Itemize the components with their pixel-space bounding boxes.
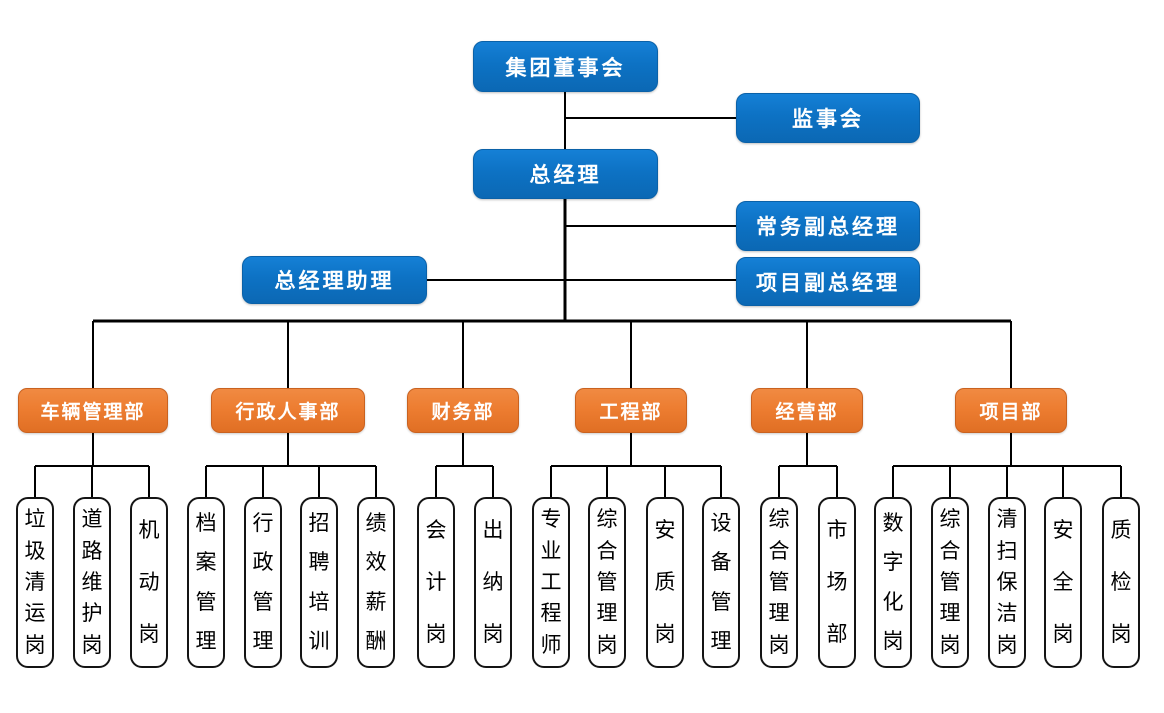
node-dept-operations: 经营部: [751, 388, 863, 433]
position-node: 市场部: [818, 497, 856, 668]
position-node: 专业工程师: [532, 497, 570, 668]
position-node: 设备管理: [702, 497, 740, 668]
position-node: 安全岗: [1044, 497, 1082, 668]
position-node: 综合管理岗: [588, 497, 626, 668]
node-executive-deputy-gm: 常务副总经理: [736, 201, 920, 251]
node-board-of-directors: 集团董事会: [473, 41, 658, 92]
position-node: 清扫保洁岗: [988, 497, 1026, 668]
node-dept-finance: 财务部: [407, 388, 519, 433]
position-node: 垃圾清运岗: [16, 497, 54, 668]
node-dept-engineering: 工程部: [575, 388, 687, 433]
position-node: 安质岗: [646, 497, 684, 668]
position-node: 绩效薪酬: [357, 497, 395, 668]
position-node: 出纳岗: [474, 497, 512, 668]
node-dept-admin-hr: 行政人事部: [211, 388, 365, 433]
node-supervisory-board: 监事会: [736, 93, 920, 143]
position-node: 档案管理: [187, 497, 225, 668]
node-gm-assistant: 总经理助理: [242, 256, 427, 304]
position-node: 综合管理岗: [760, 497, 798, 668]
position-node: 行政管理: [244, 497, 282, 668]
node-general-manager: 总经理: [473, 149, 658, 199]
position-node: 会计岗: [417, 497, 455, 668]
position-node: 综合管理岗: [931, 497, 969, 668]
position-node: 机动岗: [130, 497, 168, 668]
node-project-deputy-gm: 项目副总经理: [736, 257, 920, 306]
node-dept-vehicle-management: 车辆管理部: [18, 388, 168, 433]
position-node: 质检岗: [1102, 497, 1140, 668]
position-node: 数字化岗: [874, 497, 912, 668]
node-dept-project: 项目部: [955, 388, 1067, 433]
position-node: 招聘培训: [300, 497, 338, 668]
position-node: 道路维护岗: [73, 497, 111, 668]
